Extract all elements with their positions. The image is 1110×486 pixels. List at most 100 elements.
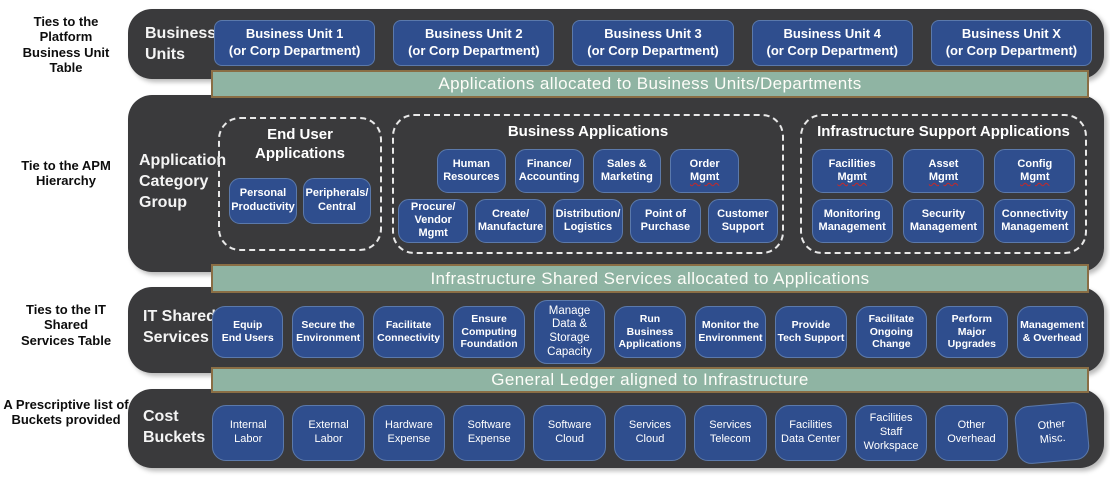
box-label: Equip End Users	[221, 319, 274, 344]
box-label: Ensure Computing Foundation	[460, 312, 518, 351]
cost-bucket-box: Hardware Expense	[372, 405, 446, 461]
box-label: Human Resources	[443, 157, 500, 183]
application-box: Personal Productivity	[229, 177, 297, 224]
cost-bucket-box: Internal Labor	[212, 405, 285, 461]
box-label: Asset	[928, 157, 959, 170]
group-business-applications: Business Applications Human Resources Fi…	[392, 114, 784, 254]
box-label: Sales & Marketing	[600, 157, 653, 183]
box-label: Distribution/ Logistics	[555, 207, 621, 233]
it-shared-service-box: Facilitate Connectivity	[372, 306, 445, 358]
box-label: Monitor the Environment	[698, 319, 763, 344]
cost-bucket-box: Facilities Data Center	[774, 405, 847, 461]
box-label: Connectivity Management	[1001, 207, 1069, 233]
box-label: Internal Labor	[229, 419, 267, 445]
business-unit-box: Business Unit 4 (or Corp Department)	[751, 20, 913, 66]
it-shared-service-box: Perform Major Upgrades	[936, 306, 1008, 358]
box-label: Business Unit 3 (or Corp Department)	[587, 26, 719, 58]
it-shared-service-box: Management & Overhead	[1016, 306, 1088, 358]
box-label: Manage Data & Storage Capacity	[547, 304, 592, 358]
box-label: Other Overhead	[947, 419, 996, 445]
business-unit-box: Business Unit 1 (or Corp Department)	[214, 20, 376, 66]
box-label: Facilities Data Center	[781, 419, 841, 445]
box-label: Personal Productivity	[231, 187, 295, 213]
band-applications-allocated: Applications allocated to Business Units…	[211, 70, 1089, 98]
box-label: Facilitate Ongoing Change	[868, 312, 915, 351]
group-end-user-applications: End User Applications Personal Productiv…	[218, 117, 382, 251]
box-label: Management & Overhead	[1020, 319, 1085, 344]
box-label: Provide Tech Support	[777, 319, 845, 344]
row-label-cost-buckets: Cost Buckets	[143, 408, 206, 446]
application-box: Create/ Manufacture	[475, 198, 546, 243]
it-shared-service-box: Monitor the Environment	[694, 306, 767, 358]
box-label: Services Cloud	[628, 419, 672, 445]
cost-bucket-box: Other Misc.	[1013, 400, 1091, 466]
application-box: Sales & Marketing	[592, 148, 662, 193]
it-shared-service-box: Run Business Applications	[614, 306, 686, 358]
row-label-business-units: Business Units	[145, 25, 217, 63]
it-shared-service-box: Manage Data & Storage Capacity	[533, 300, 606, 364]
business-apps-row1: Human Resources Finance/ Accounting Sale…	[437, 148, 739, 193]
application-box: Distribution/ Logistics	[552, 198, 624, 243]
cost-bucket-boxes: Internal Labor External Labor Hardware E…	[212, 400, 1091, 466]
box-label: Secure the Environment	[296, 319, 361, 344]
box-label: Create/ Manufacture	[477, 207, 544, 233]
application-box: Human Resources	[437, 148, 506, 193]
cost-bucket-box: Services Telecom	[694, 405, 767, 461]
it-shared-service-box: Facilitate Ongoing Change	[855, 306, 928, 358]
group-title-business-apps: Business Applications	[507, 123, 669, 140]
business-unit-boxes: Business Unit 1 (or Corp Department) Bus…	[214, 20, 1093, 66]
application-box: Finance/ Accounting	[514, 148, 584, 193]
row-business-units: Business Units Business Unit 1 (or Corp …	[128, 9, 1104, 79]
it-shared-service-box: Provide Tech Support	[775, 306, 847, 358]
box-label: Services Telecom	[709, 419, 752, 445]
row-label-it-shared-services: IT Shared Services	[143, 308, 216, 346]
box-label: Finance/ Accounting	[518, 157, 580, 183]
box-label: Hardware Expense	[385, 419, 433, 445]
box-label: Customer Support	[717, 207, 769, 233]
box-label: Monitoring Management	[818, 207, 886, 233]
box-label: Config	[1017, 157, 1053, 170]
box-label: Software Expense	[467, 419, 511, 445]
box-underlined-word: Mgmt	[928, 170, 959, 183]
it-shared-service-boxes: Equip End Users Secure the Environment F…	[212, 300, 1088, 364]
application-box: Monitoring Management	[811, 198, 893, 243]
box-underlined-word: Mgmt	[1020, 170, 1050, 183]
side-label-it-shared-table: Ties to the IT Shared Services Table	[20, 302, 112, 348]
box-label: Point of Purchase	[640, 207, 691, 233]
application-box: Connectivity Management	[994, 198, 1076, 243]
group-title-end-user: End User Applications	[254, 126, 345, 162]
row-it-shared-services: IT Shared Services Equip End Users Secur…	[128, 287, 1104, 373]
box-label: Facilities	[828, 157, 876, 170]
box-label: Facilities Staff Workspace	[863, 412, 919, 452]
box-label: Procure/ Vendor Mgmt	[410, 201, 456, 240]
it-shared-service-box: Equip End Users	[212, 306, 284, 358]
group-title-infrastructure-support: Infrastructure Support Applications	[817, 123, 1070, 140]
band-infrastructure-allocated: Infrastructure Shared Services allocated…	[211, 264, 1089, 293]
box-label: Software Cloud	[547, 419, 592, 445]
application-box: Security Management	[902, 198, 985, 243]
application-box: Peripherals/ Central	[303, 177, 371, 224]
group-infrastructure-support-applications: Infrastructure Support Applications Faci…	[800, 114, 1087, 254]
cost-bucket-box: Services Cloud	[613, 405, 687, 461]
box-label: Facilitate Connectivity	[377, 319, 441, 344]
it-shared-service-box: Secure the Environment	[292, 306, 364, 358]
side-label-apm-hierarchy: Tie to the APM Hierarchy	[21, 158, 111, 189]
cost-bucket-box: Software Cloud	[533, 405, 606, 461]
row-application-category-group: Application Category Group End User Appl…	[128, 95, 1104, 272]
box-label: Run Business Applications	[618, 312, 682, 351]
box-label: Other Misc.	[1036, 418, 1066, 447]
box-label: Peripherals/ Central	[305, 187, 369, 213]
row-cost-buckets: Cost Buckets Internal Labor External Lab…	[128, 389, 1104, 468]
business-unit-box: Business Unit 3 (or Corp Department)	[572, 20, 734, 66]
box-label: Business Unit 2 (or Corp Department)	[408, 26, 540, 58]
cost-bucket-box: Software Expense	[453, 405, 526, 461]
cost-bucket-box: Other Overhead	[935, 405, 1008, 461]
side-label-business-unit-table: Ties to the Platform Business Unit Table	[22, 14, 110, 75]
row-label-application-category: Application Category Group	[139, 152, 227, 211]
business-apps-row2: Procure/ Vendor Mgmt Create/ Manufacture…	[397, 198, 779, 243]
business-unit-box: Business Unit X (or Corp Department)	[930, 20, 1093, 66]
